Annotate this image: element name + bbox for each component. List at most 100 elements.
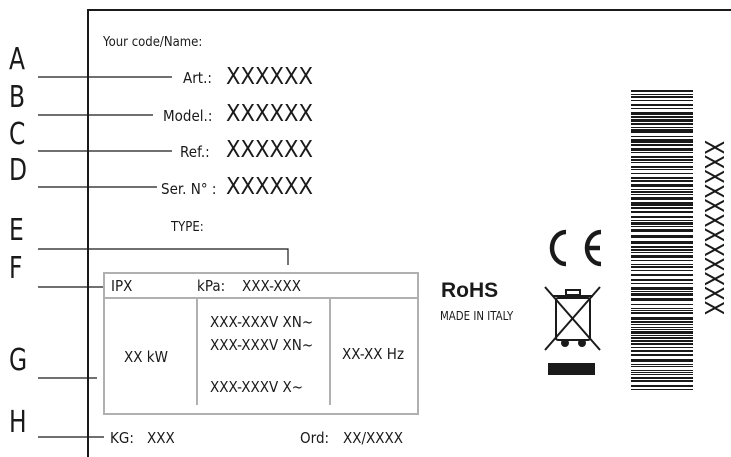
barcode-bar (631, 207, 693, 209)
barcode-bar (631, 169, 693, 170)
barcode-bar (631, 191, 693, 193)
barcode-bar (631, 343, 693, 345)
barcode-bar (631, 162, 693, 163)
barcode-bar (631, 380, 693, 382)
barcode-bar (631, 340, 693, 342)
barcode-bar (631, 129, 693, 133)
ord-label: Ord: (300, 429, 330, 447)
barcode-bar (631, 252, 693, 253)
barcode-bar (631, 331, 693, 334)
voltage-3: XXX-XXXV X~ (210, 378, 304, 396)
art-value: XXXXXX (226, 64, 313, 90)
ord-value: XX/XXXX (343, 429, 404, 447)
barcode-bar (631, 144, 693, 146)
barcode-bar (631, 389, 693, 390)
barcode-bar (631, 359, 693, 362)
barcode-bar (631, 90, 693, 92)
barcode-bar (631, 374, 693, 375)
barcode-bar (631, 180, 693, 182)
callout-a: A (9, 42, 26, 77)
barcode-bar (631, 312, 693, 314)
kg-label: KG: (110, 429, 134, 447)
barcode-bar (631, 370, 693, 371)
barcode-bar (631, 350, 693, 352)
ser-value: XXXXXX (226, 174, 313, 200)
kpa-value: XXX-XXX (242, 277, 302, 295)
barcode-number: XXXXXXXXXXXX (698, 140, 731, 330)
barcode-bar (631, 112, 693, 115)
barcode-bar (631, 189, 693, 190)
barcode-bar (631, 377, 693, 379)
callout-f: F (9, 251, 23, 286)
barcode-bar (631, 100, 693, 101)
barcode-bar (631, 287, 693, 290)
barcode-bar (631, 385, 693, 387)
type-label: TYPE: (171, 220, 204, 235)
ser-label: Ser. N° : (161, 180, 217, 198)
barcode-bar (631, 329, 693, 330)
barcode-bar (631, 293, 693, 296)
kpa-label: kPa: (197, 277, 226, 295)
barcode-bar (631, 202, 693, 206)
frequency-value: XX-XX Hz (342, 345, 405, 363)
barcode-bar (631, 119, 693, 122)
rohs-label: RoHS (441, 279, 499, 302)
barcode-bar (631, 335, 693, 336)
barcode-bar (631, 324, 693, 325)
ref-value: XXXXXX (226, 137, 313, 163)
barcode-bar (631, 274, 693, 276)
kg-value: XXX (147, 429, 175, 447)
barcode-bar (631, 136, 693, 137)
barcode-bar (631, 298, 693, 301)
barcode-bar (631, 148, 693, 151)
barcode-bar (631, 337, 693, 339)
barcode-icon (631, 90, 693, 390)
barcode-bar (631, 270, 693, 271)
barcode-bar (631, 127, 693, 128)
barcode-bar (631, 235, 693, 238)
barcode-bar (631, 226, 693, 227)
callout-h: H (9, 405, 27, 440)
barcode-bar (631, 364, 693, 365)
art-label: Art.: (183, 69, 212, 87)
barcode-bar (631, 139, 693, 143)
barcode-bar (631, 372, 693, 373)
barcode-bar (631, 317, 693, 320)
barcode-bar (631, 166, 693, 168)
barcode-bar (631, 304, 693, 305)
barcode-bar (631, 220, 693, 221)
barcode-bar (631, 308, 693, 309)
ipx-label: IPX (111, 277, 133, 295)
barcode-bar (631, 366, 693, 367)
barcode-bar (631, 184, 693, 187)
barcode-bar (631, 246, 693, 248)
callout-e: E (9, 213, 24, 248)
barcode-bar (631, 177, 693, 179)
barcode-bar (631, 197, 693, 200)
your-code-label: Your code/Name: (103, 35, 203, 50)
barcode-bar (631, 104, 693, 106)
ref-label: Ref.: (180, 143, 210, 161)
made-in-label: MADE IN ITALY (440, 309, 514, 323)
model-value: XXXXXX (226, 101, 313, 127)
barcode-bar (631, 327, 693, 328)
barcode-number-text: XXXXXXXXXXXX (698, 140, 728, 316)
barcode-bar (631, 264, 693, 265)
barcode-bar (631, 241, 693, 244)
barcode-bar (631, 347, 693, 348)
barcode-bar (631, 229, 693, 232)
barcode-bar (631, 96, 693, 98)
weee-bin-icon (544, 286, 601, 351)
barcode-bar (631, 249, 693, 251)
barcode-bar (631, 291, 693, 292)
barcode-bar (631, 108, 693, 109)
voltage-1: XXX-XXXV XN~ (210, 313, 314, 331)
barcode-bar (631, 279, 693, 281)
model-label: Model.: (163, 107, 213, 125)
callout-b: B (9, 80, 26, 115)
barcode-bar (631, 159, 693, 161)
callout-d: D (9, 153, 28, 188)
barcode-bar (631, 283, 693, 284)
barcode-bar (631, 194, 693, 195)
